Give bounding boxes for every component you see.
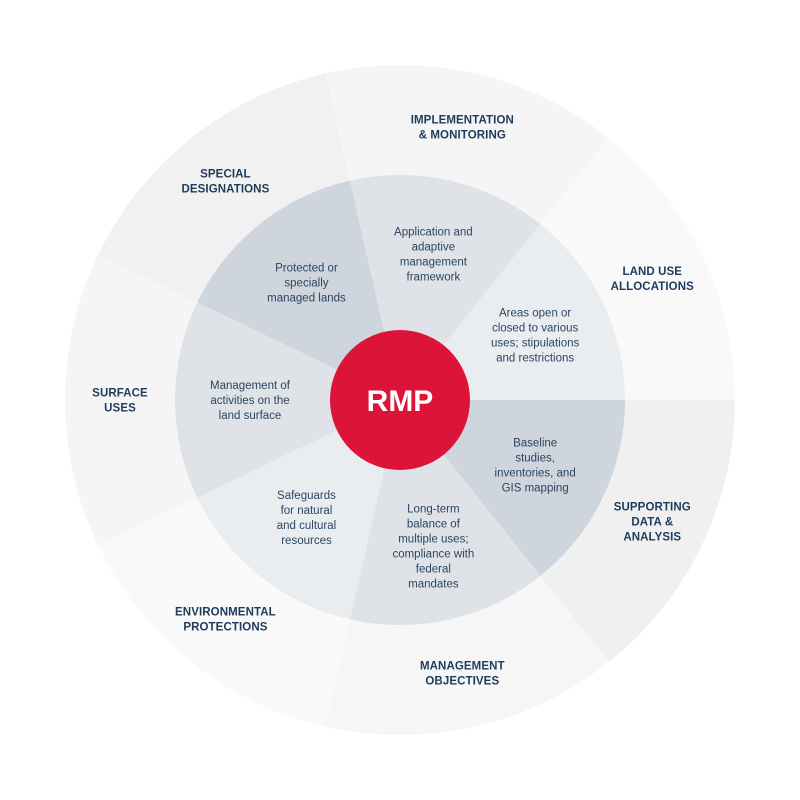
inner-segment <box>400 400 625 576</box>
outer-segment <box>325 575 609 735</box>
outer-segment-label-line: USES <box>104 403 136 415</box>
outer-segment-label: SPECIAL DESIGNATIONS <box>181 169 269 196</box>
inner-segment-description-line: and cultural <box>277 520 336 532</box>
inner-segment-description-line: and restrictions <box>496 352 574 364</box>
inner-segment-description-line: Areas open or <box>499 307 571 319</box>
outer-segment-label-line: LAND USE <box>622 266 682 278</box>
inner-segment-description-line: uses; stipulations <box>491 337 579 349</box>
outer-segment-label: SUPPORTING DATA & ANALYSIS <box>614 501 691 543</box>
inner-segment <box>175 302 400 498</box>
inner-segment-description: Management of activities on the land surfa… <box>210 380 291 422</box>
inner-segment <box>197 180 400 400</box>
inner-segment-description-line: activities on the <box>210 395 289 407</box>
inner-segment-description-line: Baseline <box>513 438 557 450</box>
inner-segment-description-line: closed to various <box>492 322 579 334</box>
inner-segment-description-line: balance of <box>407 519 461 531</box>
outer-segment-label-line: SUPPORTING <box>614 501 691 513</box>
inner-segment-description-line: inventories, and <box>495 468 576 480</box>
inner-segment-description-line: multiple uses; <box>398 534 468 546</box>
inner-segment <box>400 224 625 400</box>
inner-segment-description: Safeguards for natural and cultural resourc… <box>277 490 336 547</box>
inner-segment-description-line: Management of <box>210 380 291 392</box>
inner-segment-description-line: managed lands <box>267 293 346 305</box>
inner-segment-description: Application and adaptive management framewo… <box>394 226 473 283</box>
outer-segment-label-line: ENVIRONMENTAL <box>175 606 276 618</box>
inner-segment-description-line: for natural <box>281 505 333 517</box>
outer-segment-label: ENVIRONMENTAL PROTECTIONS <box>175 606 276 633</box>
inner-segment-description-line: Application and <box>394 226 473 238</box>
inner-segment-description-line: GIS mapping <box>502 483 569 495</box>
outer-segment-label: MANAGEMENT OBJECTIVES <box>420 660 505 687</box>
inner-segment-description-line: Long-term <box>407 504 459 516</box>
inner-segment-description: Areas open or closed to various uses; stip… <box>491 307 579 364</box>
outer-segment <box>539 400 735 662</box>
outer-segment-label: SURFACE USES <box>92 388 148 415</box>
outer-segment-label: IMPLEMENTATION & MONITORING <box>411 115 514 142</box>
inner-segment-description-line: adaptive <box>412 241 455 253</box>
inner-segment-description-line: federal <box>416 564 451 576</box>
outer-segment <box>539 138 735 400</box>
inner-segment-description: Long-term balance of multiple uses; complia… <box>392 504 474 591</box>
inner-segment-description-line: specially <box>284 278 328 290</box>
outer-segment-label-line: ALLOCATIONS <box>611 281 695 293</box>
inner-segment <box>197 400 400 620</box>
outer-segment <box>98 497 351 727</box>
center-label: RMP <box>367 385 434 418</box>
outer-segment-label-line: MANAGEMENT <box>420 660 505 672</box>
outer-segment-label-line: IMPLEMENTATION <box>411 115 514 127</box>
outer-segment-label-line: DESIGNATIONS <box>181 184 269 196</box>
inner-segment-description-line: management <box>400 256 468 268</box>
inner-segment-description-line: Safeguards <box>277 490 336 502</box>
outer-segment-label-line: SPECIAL <box>200 169 251 181</box>
outer-ring <box>64 64 735 735</box>
outer-segment-label-line: SURFACE <box>92 388 148 400</box>
outer-segment <box>64 254 199 546</box>
outer-segment-label-line: PROTECTIONS <box>183 621 267 633</box>
inner-segment-description-line: resources <box>281 535 332 547</box>
outer-segment-label-line: OBJECTIVES <box>425 675 499 687</box>
inner-segment-description-line: Protected or <box>275 263 338 275</box>
inner-segment-description-line: land surface <box>219 410 282 422</box>
inner-segment-description-line: framework <box>407 271 461 283</box>
inner-segment-description: Protected or specially managed lands <box>267 263 346 305</box>
inner-segment-description-line: compliance with <box>392 549 474 561</box>
outer-labels: SUPPORTING DATA & ANALYSIS MANAGEMENT OBJECT… <box>92 115 694 688</box>
outer-segment <box>325 64 609 225</box>
inner-segment-description-line: studies, <box>515 453 555 465</box>
outer-segment-label: LAND USE ALLOCATIONS <box>611 266 695 293</box>
outer-segment-label-line: & MONITORING <box>419 130 506 142</box>
outer-segment-label-line: ANALYSIS <box>623 531 681 543</box>
outer-segment-label-line: DATA & <box>631 516 673 528</box>
outer-segment <box>98 73 351 303</box>
inner-segment-description-line: mandates <box>408 579 459 591</box>
center-circle <box>330 330 470 470</box>
